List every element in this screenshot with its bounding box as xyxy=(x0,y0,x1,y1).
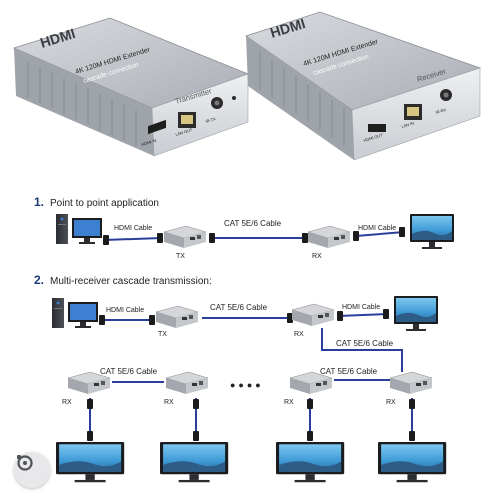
rx-box-row-4 xyxy=(389,371,433,395)
tx-lan-port-label: LAN OUT xyxy=(175,127,194,137)
rx-ir-port-label: IR-RX xyxy=(435,107,447,115)
s2-rx-row-label-4: RX xyxy=(386,399,396,406)
s1-hdmi-cable-right: HDMI Cable xyxy=(358,225,396,232)
section2-number: 2. xyxy=(34,273,44,287)
rx-hdmi-port-label: HDMI OUT xyxy=(363,132,384,143)
tx-hdmi-port-label: HDMI IN xyxy=(141,138,157,147)
source-pc-2 xyxy=(52,298,98,328)
receiver-device xyxy=(245,11,482,161)
s2-rx-row-label-2: RX xyxy=(164,399,174,406)
tx-ir-port-label: IR-TX xyxy=(205,116,217,124)
s2-cat-cable-down: CAT 5E/6 Cable xyxy=(336,339,394,348)
s1-cat-cable: CAT 5E/6 Cable xyxy=(224,219,282,228)
s2-cat-cable-row-right: CAT 5E/6 Cable xyxy=(320,367,378,376)
rx-lan-port-label: LAN IN xyxy=(401,120,415,129)
tx-box-1 xyxy=(163,225,207,249)
s2-hdmi-cable-left: HDMI Cable xyxy=(106,307,144,314)
lens-glyph xyxy=(17,455,33,471)
transmitter-device xyxy=(12,17,250,157)
s1-rx-label: RX xyxy=(312,253,322,260)
section2-cables xyxy=(89,313,413,440)
source-pc-1 xyxy=(56,214,102,244)
s1-tx-label: TX xyxy=(176,253,185,260)
section1-title: Point to point application xyxy=(50,198,159,209)
s2-cat-cable-row-left: CAT 5E/6 Cable xyxy=(100,367,158,376)
s2-tx-label: TX xyxy=(158,331,167,338)
section1-cables xyxy=(103,231,405,241)
display-1 xyxy=(410,214,454,249)
lens-icon[interactable] xyxy=(14,452,50,488)
tx-box-2 xyxy=(155,305,199,329)
s2-cat-cable-top: CAT 5E/6 Cable xyxy=(210,303,268,312)
s2-rx-top-label: RX xyxy=(294,331,304,338)
s2-rx-row-label-1: RX xyxy=(62,399,72,406)
s1-hdmi-cable-left: HDMI Cable xyxy=(114,225,152,232)
bottom-displays xyxy=(56,442,447,483)
section2-title: Multi-receiver cascade transmission: xyxy=(50,276,212,287)
rx-box-top xyxy=(291,303,335,327)
display-top xyxy=(394,296,438,331)
rx-box-1 xyxy=(307,225,351,249)
s2-rx-row-label-3: RX xyxy=(284,399,294,406)
section1-number: 1. xyxy=(34,195,44,209)
rx-box-row-2 xyxy=(165,371,209,395)
s2-hdmi-cable-right: HDMI Cable xyxy=(342,304,380,311)
s2-ellipsis: ●●●● xyxy=(230,380,264,390)
